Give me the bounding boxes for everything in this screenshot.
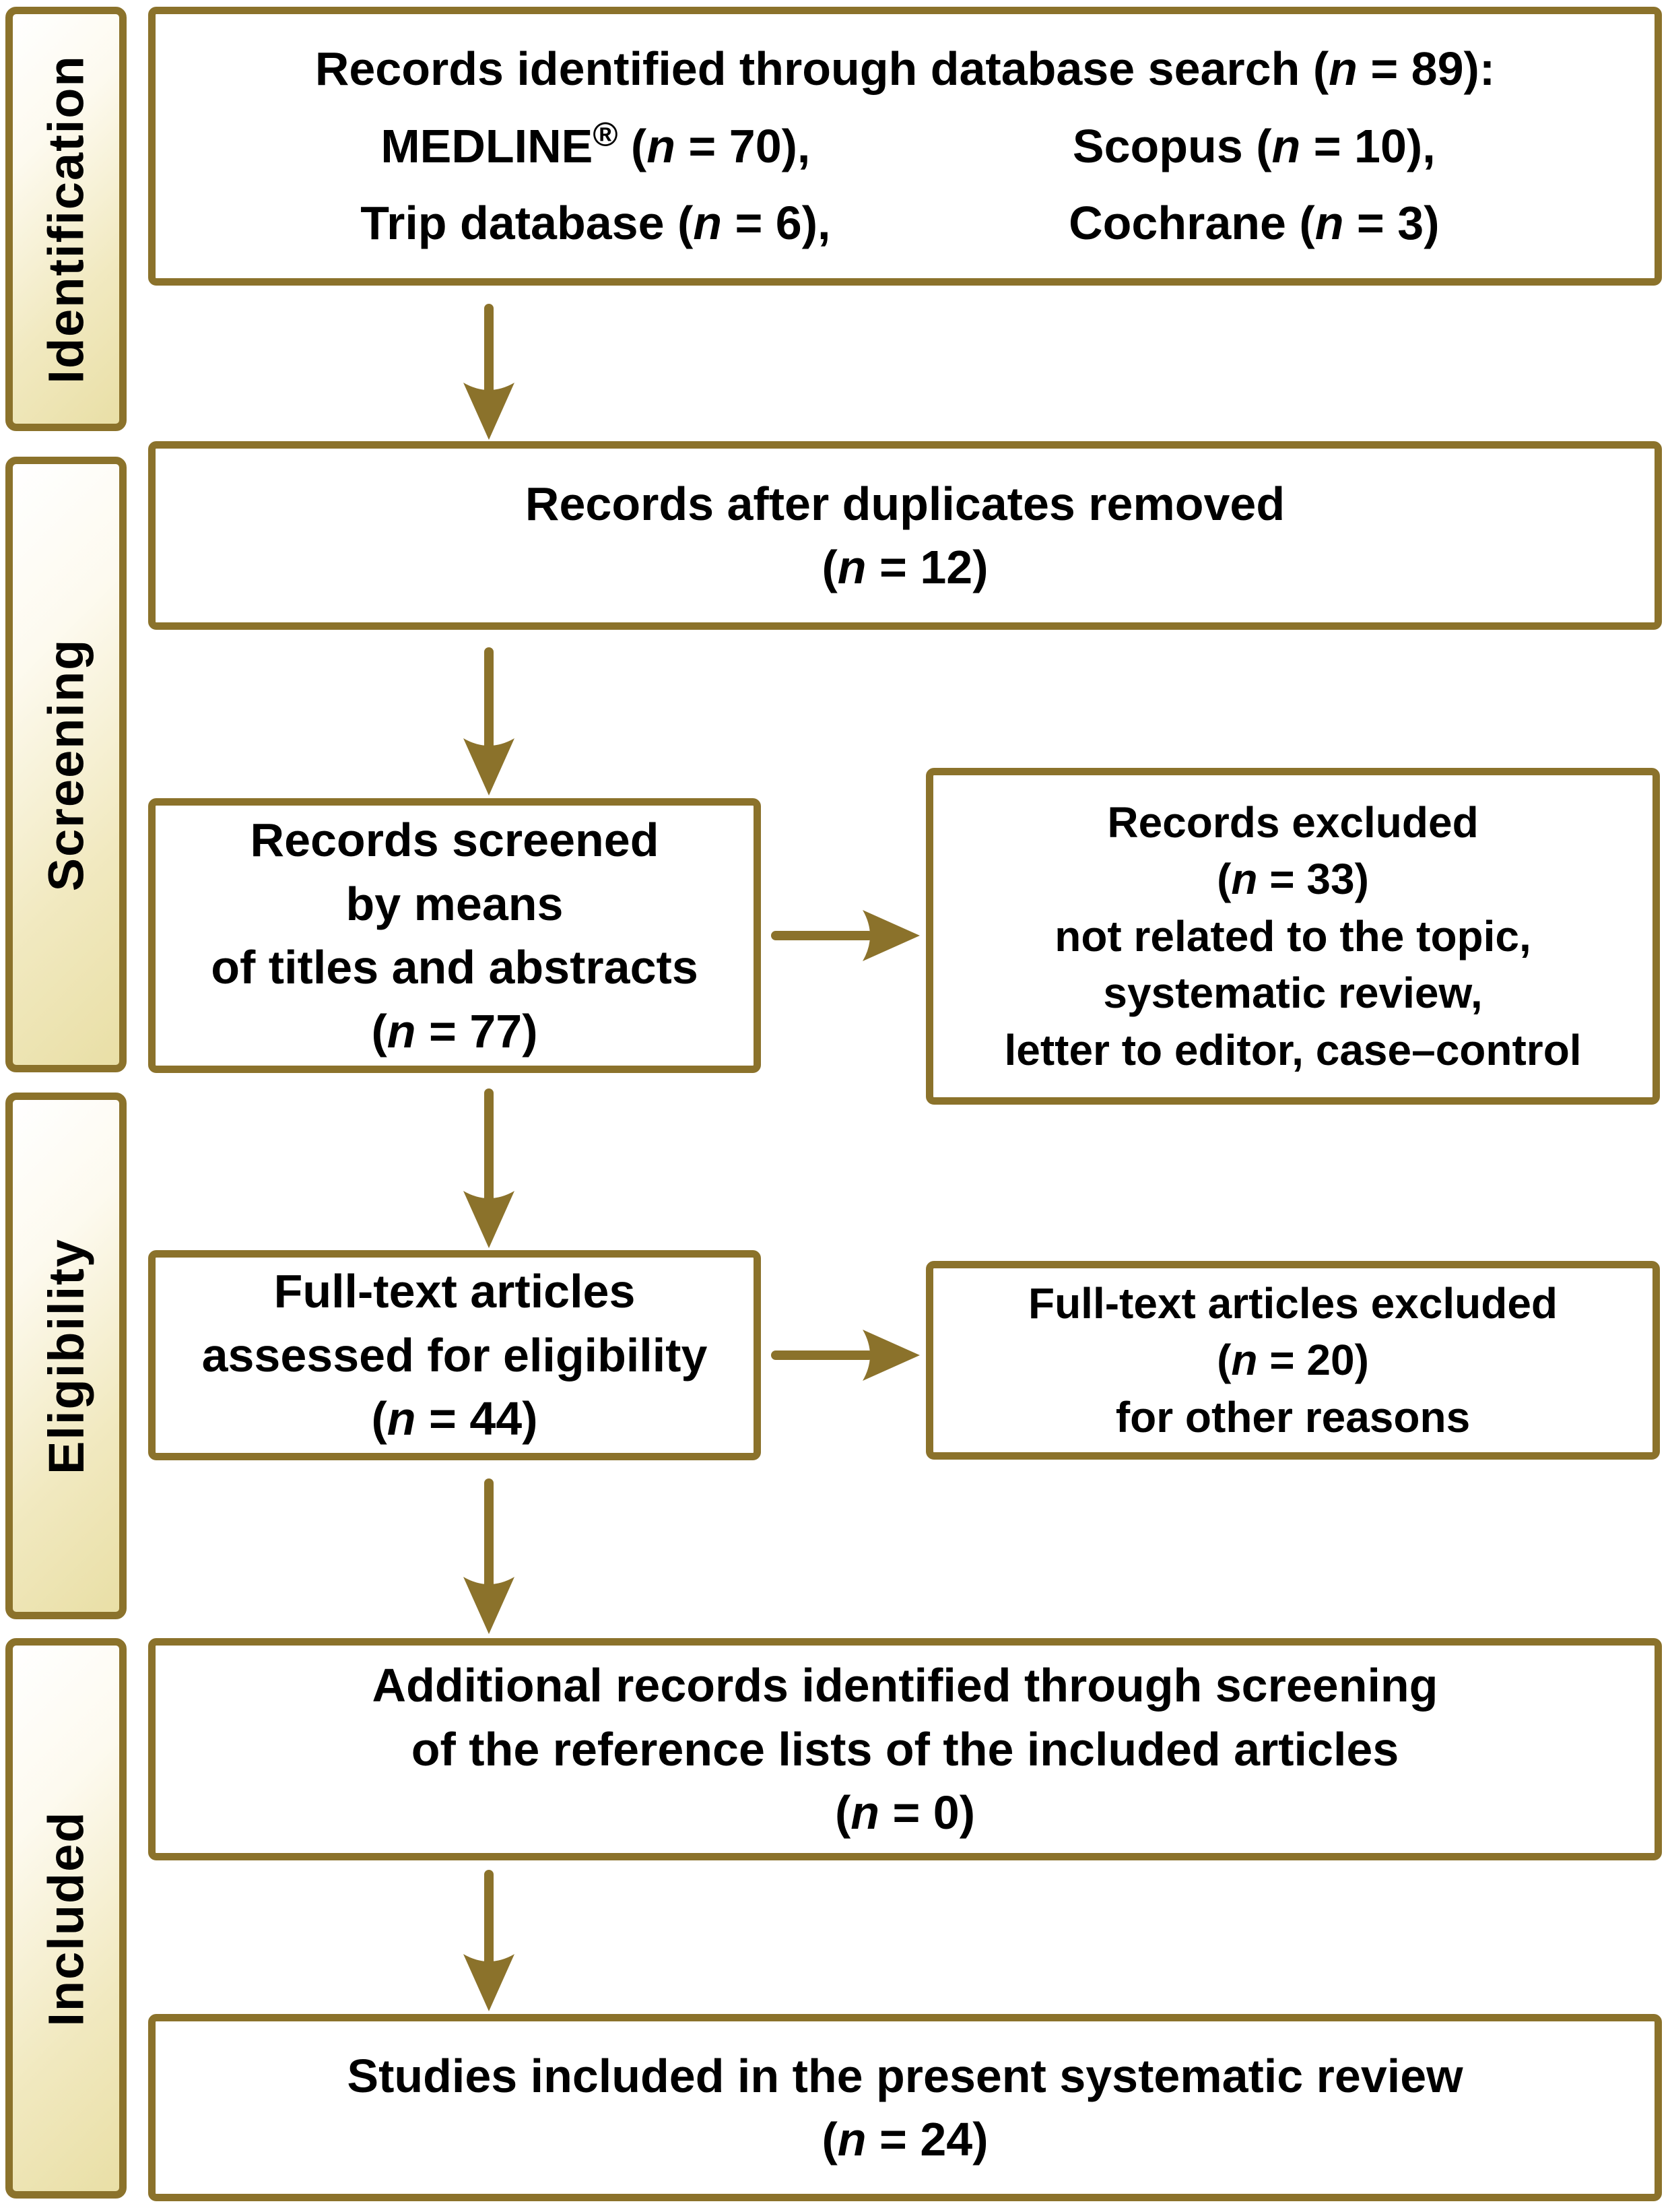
box-records-screened-line: of titles and abstracts: [211, 941, 698, 994]
arrow-down-icon: [463, 1478, 514, 1634]
box-duplicates-removed-title: Records after duplicates removed: [525, 477, 1285, 530]
box-additional-records: Additional records identified through sc…: [148, 1638, 1662, 1860]
arrow-down-icon: [463, 304, 514, 440]
stage-screening: Screening: [5, 457, 127, 1072]
box-records-screened-line: Records screened: [250, 814, 659, 866]
box-studies-included: Studies included in the present systemat…: [148, 2014, 1662, 2201]
arrow-right-icon: [771, 1330, 920, 1381]
count-line: (n = 12): [822, 541, 989, 593]
source-row: Trip database (n = 6), Cochrane (n = 3): [246, 191, 1564, 255]
box-fulltext-excluded: Full-text articles excluded (n = 20) for…: [926, 1261, 1660, 1460]
source-scopus: Scopus (n = 10),: [1072, 119, 1436, 172]
registered-trademark-icon: ®: [593, 115, 618, 154]
stage-eligibility: Eligibility: [5, 1093, 127, 1619]
box-records-identified-title: Records identified through database sear…: [314, 42, 1496, 96]
count-line: (n = 24): [822, 2113, 989, 2166]
box-records-screened: Records screened by means of titles and …: [148, 798, 761, 1073]
source-cochrane: Cochrane (n = 3): [1069, 197, 1440, 250]
box-records-screened-line: by means: [345, 877, 564, 930]
source-row: MEDLINE® (n = 70), Scopus (n = 10),: [246, 115, 1564, 178]
arrow-down-icon: [463, 1870, 514, 2011]
count-line: (n = 77): [371, 1004, 538, 1058]
source-trip-database: Trip database (n = 6),: [360, 197, 831, 250]
box-records-excluded: Records excluded (n = 33) not related to…: [926, 768, 1660, 1105]
stage-included: Included: [5, 1638, 127, 2199]
count-line: (n = 0): [834, 1786, 976, 1840]
arrow-down-icon: [463, 1088, 514, 1248]
exclusion-reason: for other reasons: [1115, 1392, 1471, 1441]
box-additional-records-line: of the reference lists of the included a…: [411, 1722, 1399, 1776]
box-duplicates-removed: Records after duplicates removed (n = 12…: [148, 441, 1662, 630]
exclusion-reason: systematic review,: [1103, 969, 1483, 1018]
count-line: (n = 33): [1217, 855, 1369, 904]
box-fulltext-assessed: Full-text articles assessed for eligibil…: [148, 1250, 761, 1460]
arrow-down-icon: [463, 647, 514, 795]
box-additional-records-line: Additional records identified through sc…: [372, 1659, 1438, 1712]
box-fulltext-assessed-line: Full-text articles: [273, 1265, 636, 1318]
box-studies-included-line: Studies included in the present systemat…: [347, 2049, 1463, 2102]
stage-screening-label: Screening: [38, 638, 94, 891]
box-records-excluded-title: Records excluded: [1107, 798, 1479, 847]
box-records-identified: Records identified through database sear…: [148, 7, 1662, 286]
source-medline: MEDLINE® (n = 70),: [380, 115, 811, 172]
count-line: (n = 20): [1217, 1336, 1369, 1385]
stage-identification-label: Identification: [38, 54, 94, 384]
arrow-right-icon: [771, 910, 920, 961]
exclusion-reason: not related to the topic,: [1055, 911, 1531, 961]
exclusion-reason: letter to editor, case–control: [1004, 1025, 1582, 1074]
box-fulltext-excluded-title: Full-text articles excluded: [1028, 1278, 1558, 1328]
stage-eligibility-label: Eligibility: [38, 1237, 94, 1474]
stage-included-label: Included: [38, 1810, 94, 2027]
box-fulltext-assessed-line: assessed for eligibility: [201, 1328, 708, 1381]
stage-identification: Identification: [5, 7, 127, 431]
count-line: (n = 44): [371, 1392, 538, 1445]
